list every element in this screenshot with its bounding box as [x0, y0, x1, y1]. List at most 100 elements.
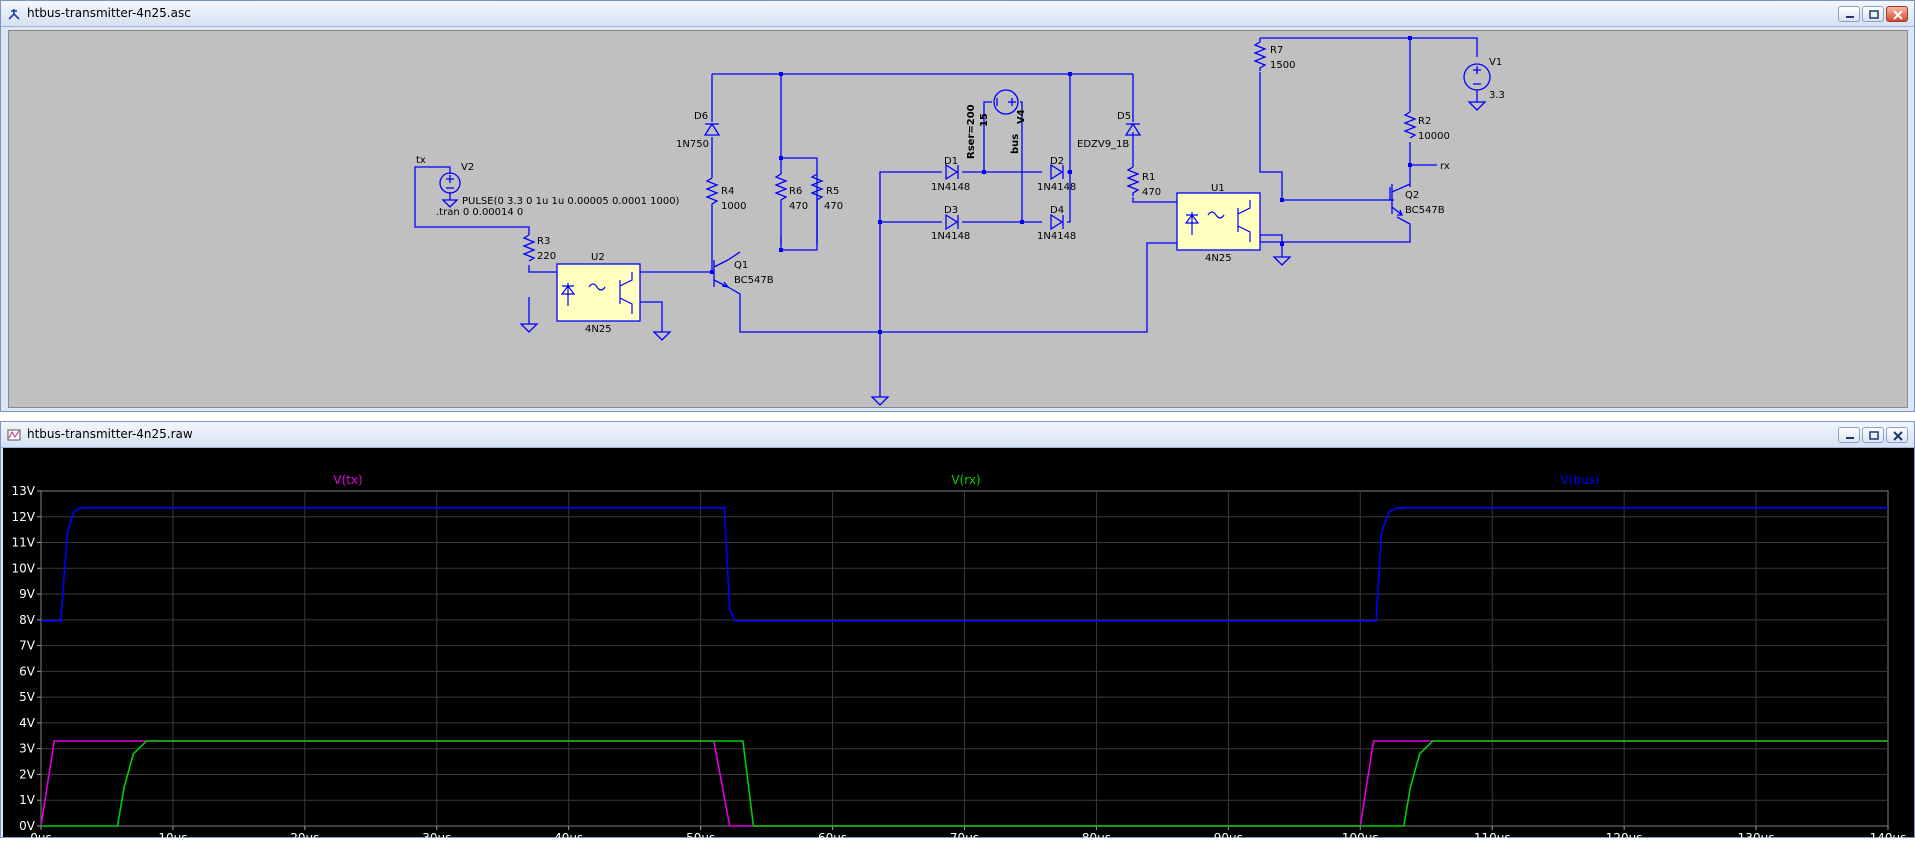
q2-label: Q2: [1405, 190, 1419, 201]
trace-label[interactable]: V(rx): [951, 473, 980, 487]
u1-value: 4N25: [1205, 253, 1232, 264]
u2-label: U2: [591, 252, 605, 263]
r1-symbol: [1126, 166, 1140, 196]
wire-v1: [1260, 37, 1478, 102]
y-tick-label: 6V: [19, 664, 36, 678]
u2-symbol: [556, 263, 641, 322]
wire-q1-collector: [727, 251, 741, 261]
minimize-icon: [1846, 437, 1854, 439]
close-button[interactable]: [1886, 6, 1908, 22]
y-tick-label: 13V: [12, 484, 36, 498]
wire-v4: [983, 101, 1023, 222]
q2-value: BC547B: [1405, 205, 1445, 216]
u1-label: U1: [1211, 183, 1225, 194]
y-tick-label: 7V: [19, 639, 36, 653]
x-tick-label: 100µs: [1342, 831, 1379, 841]
y-tick-label: 10V: [12, 561, 36, 575]
restore-icon: [1869, 10, 1879, 19]
r2-symbol: [1403, 111, 1417, 139]
trace-label[interactable]: V(tx): [333, 473, 362, 487]
x-tick-label: 50µs: [686, 831, 715, 841]
pulse-directive: PULSE(0 3.3 0 1u 1u 0.00005 0.0001 1000): [462, 196, 680, 207]
x-tick-label: 0µs: [30, 831, 52, 841]
diodes: [703, 122, 1142, 231]
v4-label: V4: [1016, 109, 1027, 124]
r2-label: R2: [1418, 116, 1431, 127]
r6-label: R6: [789, 186, 802, 197]
y-tick-label: 8V: [19, 613, 36, 627]
schematic-titlebar[interactable]: htbus-transmitter-4n25.asc: [1, 1, 1914, 27]
net-label-tx: tx: [416, 155, 426, 166]
v1-value: 3.3: [1489, 90, 1505, 101]
close-icon: [1893, 10, 1903, 20]
d3-symbol: [945, 213, 959, 231]
wire-bridge-left: [879, 171, 942, 332]
r7-symbol: [1253, 41, 1267, 71]
sources: [439, 63, 1491, 194]
schematic-drawing: tx V2 PULSE(0 3.3 0 1u 1u 0.00005 0.0001…: [414, 36, 1505, 406]
waveform-titlebar[interactable]: htbus-transmitter-4n25.raw: [1, 422, 1914, 448]
junction-dots: [710, 36, 1412, 334]
schematic-canvas[interactable]: tx V2 PULSE(0 3.3 0 1u 1u 0.00005 0.0001…: [8, 30, 1908, 408]
schematic-window[interactable]: htbus-transmitter-4n25.asc: [0, 0, 1915, 412]
ltspice-schematic-icon: [8, 9, 20, 20]
r2-value: 10000: [1418, 131, 1450, 142]
wire-u1-ground: [1260, 234, 1283, 257]
d6-value: 1N750: [676, 139, 709, 150]
wire-q1-emitter-bus: [727, 242, 1177, 333]
series-line-vrx: [41, 740, 1888, 827]
restore-icon: [1869, 431, 1879, 440]
schematic-title: htbus-transmitter-4n25.asc: [27, 6, 191, 20]
minimize-button[interactable]: [1838, 6, 1860, 22]
d5-value: EDZV9_1B: [1077, 139, 1129, 150]
x-tick-label: 110µs: [1474, 831, 1511, 841]
y-tick-label: 1V: [19, 793, 36, 807]
x-tick-label: 120µs: [1606, 831, 1643, 841]
trace-label[interactable]: V(bus): [1560, 473, 1599, 487]
x-tick-label: 80µs: [1082, 831, 1111, 841]
q2-symbol: [1391, 183, 1411, 216]
close-button[interactable]: [1886, 427, 1908, 443]
r5-label: R5: [826, 186, 839, 197]
u1-symbol: [1176, 192, 1261, 251]
r5-value: 470: [824, 201, 843, 212]
close-icon: [1893, 431, 1903, 441]
wire-r1-u1: [1132, 197, 1177, 203]
x-tick-label: 20µs: [290, 831, 319, 841]
r3-label: R3: [537, 236, 550, 247]
r1-label: R1: [1142, 172, 1155, 183]
q1-value: BC547B: [734, 275, 774, 286]
wire-tx-r3: [414, 166, 557, 273]
y-tick-label: 0V: [19, 819, 36, 833]
r3-value: 220: [537, 251, 556, 262]
d2-value: 1N4148: [1037, 182, 1076, 193]
wire-r5-r6: [780, 74, 818, 251]
d4-label: D4: [1050, 205, 1064, 216]
restore-button[interactable]: [1862, 6, 1884, 22]
restore-button[interactable]: [1862, 427, 1884, 443]
x-tick-label: 70µs: [950, 831, 979, 841]
y-tick-label: 4V: [19, 716, 36, 730]
q1-symbol: [713, 259, 730, 288]
d1-value: 1N4148: [931, 182, 970, 193]
d5-symbol: [1124, 122, 1142, 136]
series-line-vbus: [41, 506, 1888, 622]
y-tick-label: 9V: [19, 587, 36, 601]
r6-value: 470: [789, 201, 808, 212]
r5-symbol: [810, 173, 824, 244]
v1-label: V1: [1489, 57, 1502, 68]
transistors: [713, 183, 1411, 288]
v2-label: V2: [461, 162, 474, 173]
v1-symbol: [1463, 63, 1491, 91]
waveform-icon: [7, 429, 21, 441]
v4-value: 15: [979, 113, 990, 127]
x-tick-label: 90µs: [1214, 831, 1243, 841]
minimize-button[interactable]: [1838, 427, 1860, 443]
d2-symbol: [1050, 163, 1064, 181]
x-tick-label: 140µs: [1870, 831, 1907, 841]
waveform-title: htbus-transmitter-4n25.raw: [27, 427, 193, 441]
ground-symbols: [441, 101, 1487, 406]
